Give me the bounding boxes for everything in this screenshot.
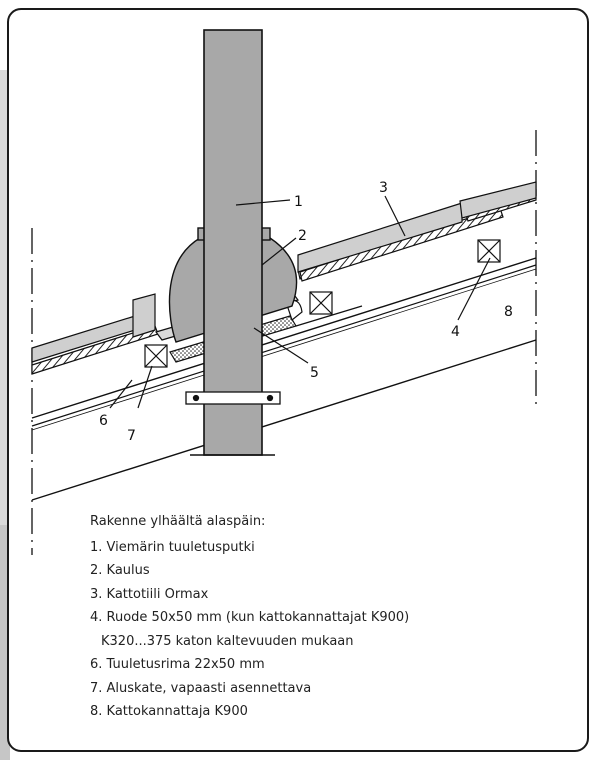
legend-item-7: 7. Aluskate, vapaasti asennettava	[90, 680, 312, 696]
callout-8: 8	[504, 304, 513, 320]
roof-tile-far-right	[459, 181, 537, 219]
legend-item-2: 2. Kaulus	[90, 563, 150, 578]
underlay-line	[31, 264, 537, 427]
page-edge-strip	[0, 70, 10, 760]
legend-item-1: 1. Viemärin tuuletusputki	[90, 539, 255, 555]
leader-2	[261, 237, 297, 266]
leader-4	[457, 257, 491, 321]
vent-pipe	[203, 29, 263, 456]
leader-5	[253, 327, 309, 364]
legend-heading: Rakenne ylhäältä alaspäin:	[90, 514, 266, 529]
legend-item-4: 4. Ruode 50x50 mm (kun kattokannattajat …	[90, 610, 410, 625]
legend-item-8: 8. Kattokannattaja K900	[90, 704, 248, 719]
callout-1: 1	[294, 194, 303, 210]
callout-2: 2	[298, 228, 307, 244]
diagram-frame	[7, 8, 589, 752]
roof-tile-step-left	[132, 293, 156, 338]
leader-7	[137, 365, 153, 409]
leader-6	[109, 379, 133, 409]
flashing-edge	[295, 305, 363, 327]
roof-tile-right	[297, 202, 463, 273]
leader-3	[384, 195, 406, 237]
counter-batten-right	[477, 239, 501, 263]
legend-item-6: 6. Tuuletusrima 22x50 mm	[90, 657, 265, 672]
underlay-line-2	[31, 268, 537, 431]
legend: Rakenne ylhäältä alaspäin: 1. Viemärin t…	[90, 510, 560, 724]
counter-batten-left	[144, 344, 168, 368]
callout-7: 7	[127, 428, 136, 444]
callout-6: 6	[99, 413, 108, 429]
callout-4: 4	[451, 324, 460, 340]
rafter-bottom-edge	[31, 339, 537, 501]
callout-3: 3	[379, 180, 388, 196]
counter-batten-middle	[309, 291, 333, 315]
page-edge-strip-lower	[0, 525, 10, 760]
leader-1	[235, 199, 291, 206]
pipe-clamp	[185, 391, 281, 405]
legend-item-4-continued: K320...375 katon kaltevuuden mukaan	[101, 633, 354, 649]
callout-5: 5	[310, 365, 319, 381]
rafter-top-edge	[31, 257, 537, 419]
legend-item-3: 3. Kattotiili Ormax	[90, 586, 209, 602]
